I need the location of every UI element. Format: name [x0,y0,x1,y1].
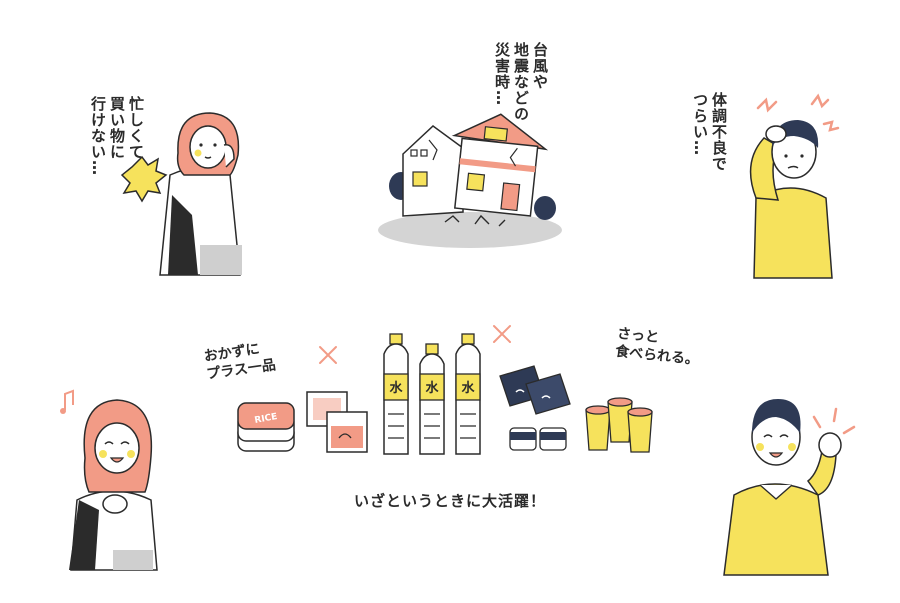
water-bottles-illustration: 水 水 水 [383,333,481,455]
food-box-illustration [306,391,368,453]
water-label: 水 [425,380,439,396]
pouches-and-cans-illustration [499,365,571,451]
packaged-rice-illustration: RICE [237,402,295,452]
sick-speech-text: 体調不良で つらい… [691,92,728,172]
water-label: 水 [461,380,475,396]
caption-text: いざというときに大活躍！ [353,492,546,510]
rice-label: RICE [254,412,278,426]
damaged-house-illustration [378,113,562,248]
sick-man-figure [749,93,840,279]
side-dish-speech-text: おかずに プラス一品 [202,341,277,383]
sparkle-icon [493,325,511,343]
cup-meals-illustration [585,397,653,453]
happy-man-figure [723,399,856,576]
quick-speech-text: さっと 食べられる。 [614,325,700,369]
sparkle-icon [319,346,337,364]
disaster-speech-text: 台風や 地震などの 災害時… [493,42,549,122]
water-label: 水 [389,380,403,396]
busy-woman-figure [120,112,242,276]
happy-woman-figure [60,389,158,571]
busy-speech-text: 忙しくて 買い物に 行けない… [89,96,145,176]
